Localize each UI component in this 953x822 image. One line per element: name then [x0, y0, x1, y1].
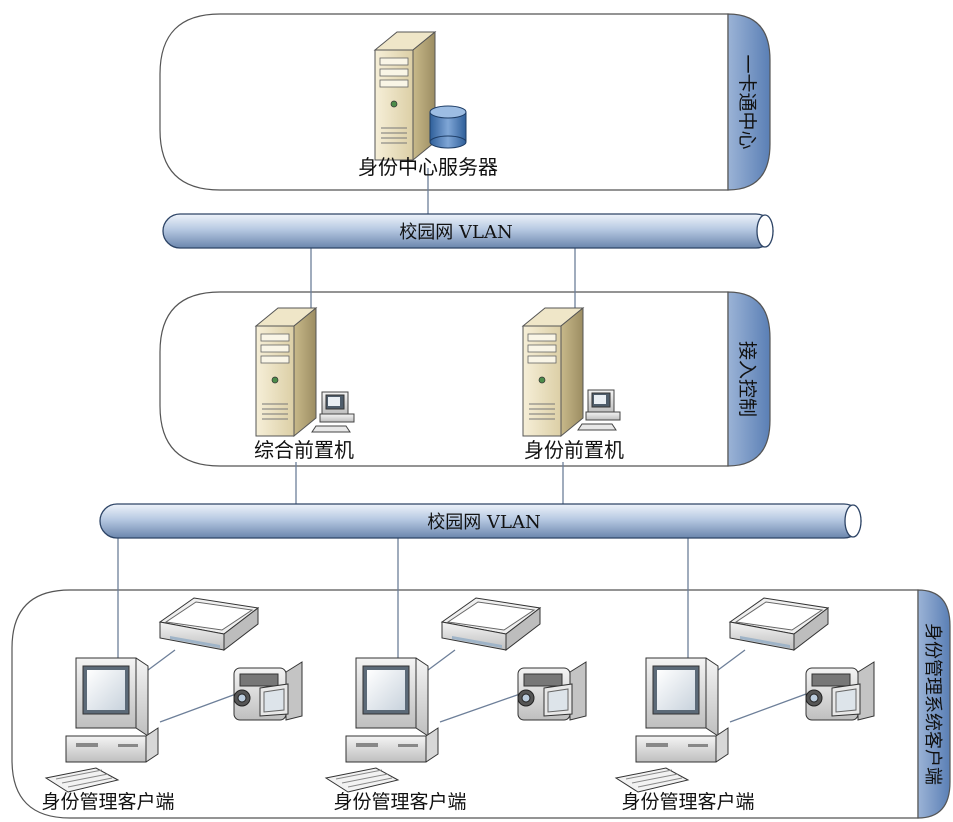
zone-label-clients: 身份管理系统客户端	[922, 623, 943, 785]
bus-lower	[99, 503, 862, 539]
server-icon	[255, 307, 317, 437]
node-label-client-3: 身份管理客户端	[621, 791, 754, 813]
node-label-general-frontend: 综合前置机	[254, 438, 354, 462]
camera-icon	[233, 661, 303, 721]
zone-tab-center	[727, 13, 771, 191]
zone-label-center: 一卡通中心	[736, 54, 758, 149]
zone-card-access	[159, 291, 771, 467]
node-label-client-1: 身份管理客户端	[41, 791, 174, 813]
zone-tab-clients	[917, 589, 951, 819]
node-label-id-center-server: 身份中心服务器	[358, 155, 498, 179]
bus-upper	[162, 213, 774, 249]
node-label-id-frontend: 身份前置机	[524, 438, 624, 462]
camera-icon	[517, 661, 587, 721]
server-icon	[522, 307, 584, 437]
zone-tab-access	[727, 291, 771, 467]
database-icon	[429, 105, 467, 149]
node-label-client-2: 身份管理客户端	[333, 791, 466, 813]
connection-lines	[117, 168, 807, 723]
zone-card-center	[159, 13, 771, 191]
server-icon	[374, 31, 436, 161]
bus-upper-label: 校园网 VLAN	[399, 222, 512, 243]
bus-lower-label: 校园网 VLAN	[427, 512, 540, 533]
zone-label-access: 接入控制	[736, 341, 758, 417]
camera-icon	[805, 661, 875, 721]
